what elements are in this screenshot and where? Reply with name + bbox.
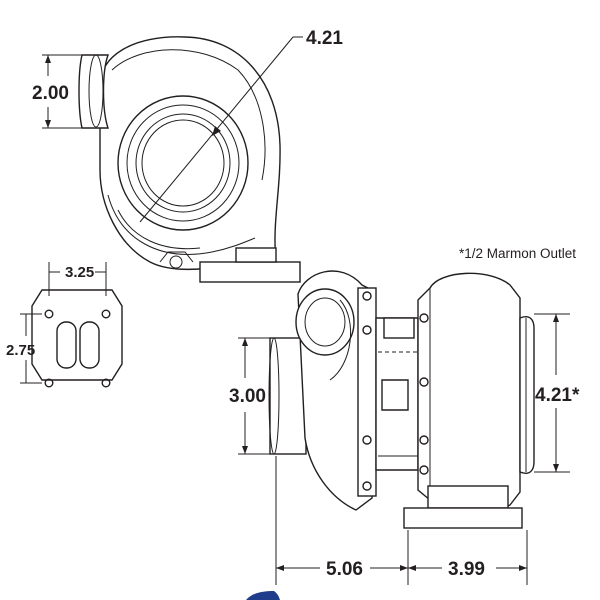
- flange-width-label: 3.25: [65, 264, 94, 281]
- flange-height-label: 2.75: [6, 342, 35, 359]
- length-compressor-label: 5.06: [326, 559, 363, 580]
- length-turbine-label: 3.99: [448, 559, 485, 580]
- inlet-diameter-label: 4.21: [306, 28, 343, 49]
- length-dimensions: 5.06 3.99: [275, 456, 528, 585]
- compressor-inlet-label: 3.00: [229, 386, 266, 407]
- turbine-outlet-dimension: 4.21*: [534, 313, 580, 473]
- turbine-flange-detail: 3.25 2.75: [6, 262, 123, 388]
- compressor-inlet-dimension: 3.00: [229, 337, 270, 455]
- inlet-diameter-callout: 4.21: [139, 28, 343, 223]
- turbocharger-side-view: [268, 270, 535, 529]
- marmon-outlet-note: *1/2 Marmon Outlet: [459, 246, 576, 261]
- inlet-height-dimension: 2.00: [32, 54, 82, 129]
- turbine-outlet-label: 4.21*: [535, 385, 580, 406]
- corner-tab: [246, 591, 280, 600]
- inlet-height-label: 2.00: [32, 83, 69, 104]
- compressor-housing-front-view: [78, 36, 301, 283]
